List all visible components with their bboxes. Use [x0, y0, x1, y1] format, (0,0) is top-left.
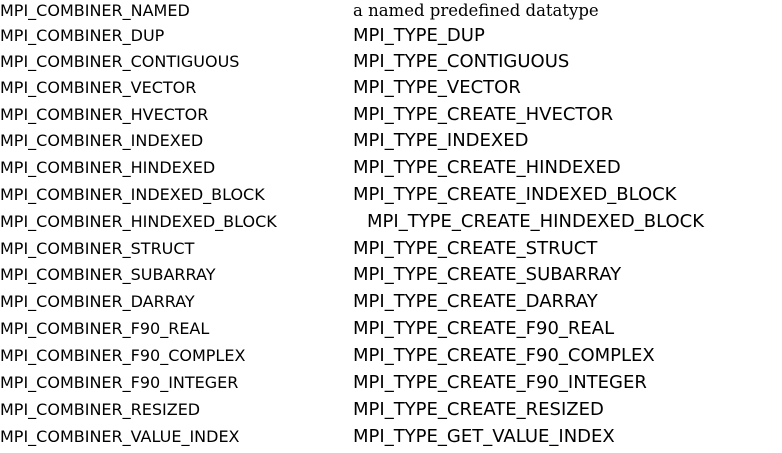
combiner-name: MPI_COMBINER_SUBARRAY: [0, 265, 216, 284]
table-row: MPI_COMBINER_F90_INTEGER MPI_TYPE_CREATE…: [0, 372, 782, 397]
table-row: MPI_COMBINER_HINDEXED MPI_TYPE_CREATE_HI…: [0, 157, 782, 182]
combiner-name: MPI_COMBINER_VECTOR: [0, 78, 197, 97]
combiner-name: MPI_COMBINER_CONTIGUOUS: [0, 52, 240, 71]
combiner-name: MPI_COMBINER_F90_REAL: [0, 319, 210, 338]
combiner-name: MPI_COMBINER_INDEXED: [0, 131, 204, 150]
table-row: MPI_COMBINER_DUP MPI_TYPE_DUP: [0, 25, 782, 50]
constructor-name: MPI_TYPE_CREATE_STRUCT: [353, 238, 598, 259]
table-row: MPI_COMBINER_F90_COMPLEX MPI_TYPE_CREATE…: [0, 345, 782, 370]
combiner-name: MPI_COMBINER_F90_COMPLEX: [0, 346, 246, 365]
constructor-name: MPI_TYPE_CREATE_F90_REAL: [353, 318, 615, 339]
combiner-name: MPI_COMBINER_DUP: [0, 26, 165, 45]
table-row: MPI_COMBINER_HVECTOR MPI_TYPE_CREATE_HVE…: [0, 104, 782, 129]
combiner-name: MPI_COMBINER_STRUCT: [0, 239, 195, 258]
table-row: MPI_COMBINER_VALUE_INDEX MPI_TYPE_GET_VA…: [0, 426, 782, 451]
table-row: MPI_COMBINER_F90_REAL MPI_TYPE_CREATE_F9…: [0, 318, 782, 343]
combiner-name: MPI_COMBINER_RESIZED: [0, 400, 201, 419]
constructor-name: MPI_TYPE_CREATE_HINDEXED: [353, 157, 621, 178]
combiner-name: MPI_COMBINER_VALUE_INDEX: [0, 427, 240, 446]
table-row: MPI_COMBINER_INDEXED_BLOCK MPI_TYPE_CREA…: [0, 184, 782, 209]
combiner-name: MPI_COMBINER_HVECTOR: [0, 105, 209, 124]
combiner-name: MPI_COMBINER_DARRAY: [0, 292, 195, 311]
combiner-name: MPI_COMBINER_HINDEXED: [0, 158, 216, 177]
constructor-name: MPI_TYPE_CREATE_DARRAY: [353, 291, 598, 312]
constructor-name: MPI_TYPE_CREATE_HINDEXED_BLOCK: [367, 211, 705, 232]
table-row: MPI_COMBINER_DARRAY MPI_TYPE_CREATE_DARR…: [0, 291, 782, 316]
table-row: MPI_COMBINER_RESIZED MPI_TYPE_CREATE_RES…: [0, 399, 782, 424]
constructor-name: MPI_TYPE_DUP: [353, 25, 485, 46]
table-row: MPI_COMBINER_CONTIGUOUS MPI_TYPE_CONTIGU…: [0, 51, 782, 76]
combiner-name: MPI_COMBINER_F90_INTEGER: [0, 373, 239, 392]
constructor-name: a named predefined datatype: [353, 1, 599, 20]
table-row: MPI_COMBINER_NAMED a named predefined da…: [0, 0, 782, 25]
constructor-name: MPI_TYPE_VECTOR: [353, 77, 521, 98]
constructor-name: MPI_TYPE_CREATE_F90_INTEGER: [353, 372, 647, 393]
combiner-name: MPI_COMBINER_NAMED: [0, 1, 190, 20]
constructor-name: MPI_TYPE_CREATE_F90_COMPLEX: [353, 345, 655, 366]
constructor-name: MPI_TYPE_CREATE_INDEXED_BLOCK: [353, 184, 677, 205]
table-row: MPI_COMBINER_VECTOR MPI_TYPE_VECTOR: [0, 77, 782, 102]
constructor-name: MPI_TYPE_INDEXED: [353, 130, 529, 151]
combiner-name: MPI_COMBINER_HINDEXED_BLOCK: [0, 212, 277, 231]
constructor-name: MPI_TYPE_CREATE_HVECTOR: [353, 104, 614, 125]
table-row: MPI_COMBINER_INDEXED MPI_TYPE_INDEXED: [0, 130, 782, 155]
constructor-name: MPI_TYPE_GET_VALUE_INDEX: [353, 426, 615, 447]
combiner-name: MPI_COMBINER_INDEXED_BLOCK: [0, 185, 265, 204]
constructor-name: MPI_TYPE_CREATE_RESIZED: [353, 399, 604, 420]
constructor-name: MPI_TYPE_CONTIGUOUS: [353, 51, 570, 72]
table-row: MPI_COMBINER_SUBARRAY MPI_TYPE_CREATE_SU…: [0, 264, 782, 289]
constructor-name: MPI_TYPE_CREATE_SUBARRAY: [353, 264, 622, 285]
table-row: MPI_COMBINER_HINDEXED_BLOCK MPI_TYPE_CRE…: [0, 211, 782, 236]
table-row: MPI_COMBINER_STRUCT MPI_TYPE_CREATE_STRU…: [0, 238, 782, 263]
